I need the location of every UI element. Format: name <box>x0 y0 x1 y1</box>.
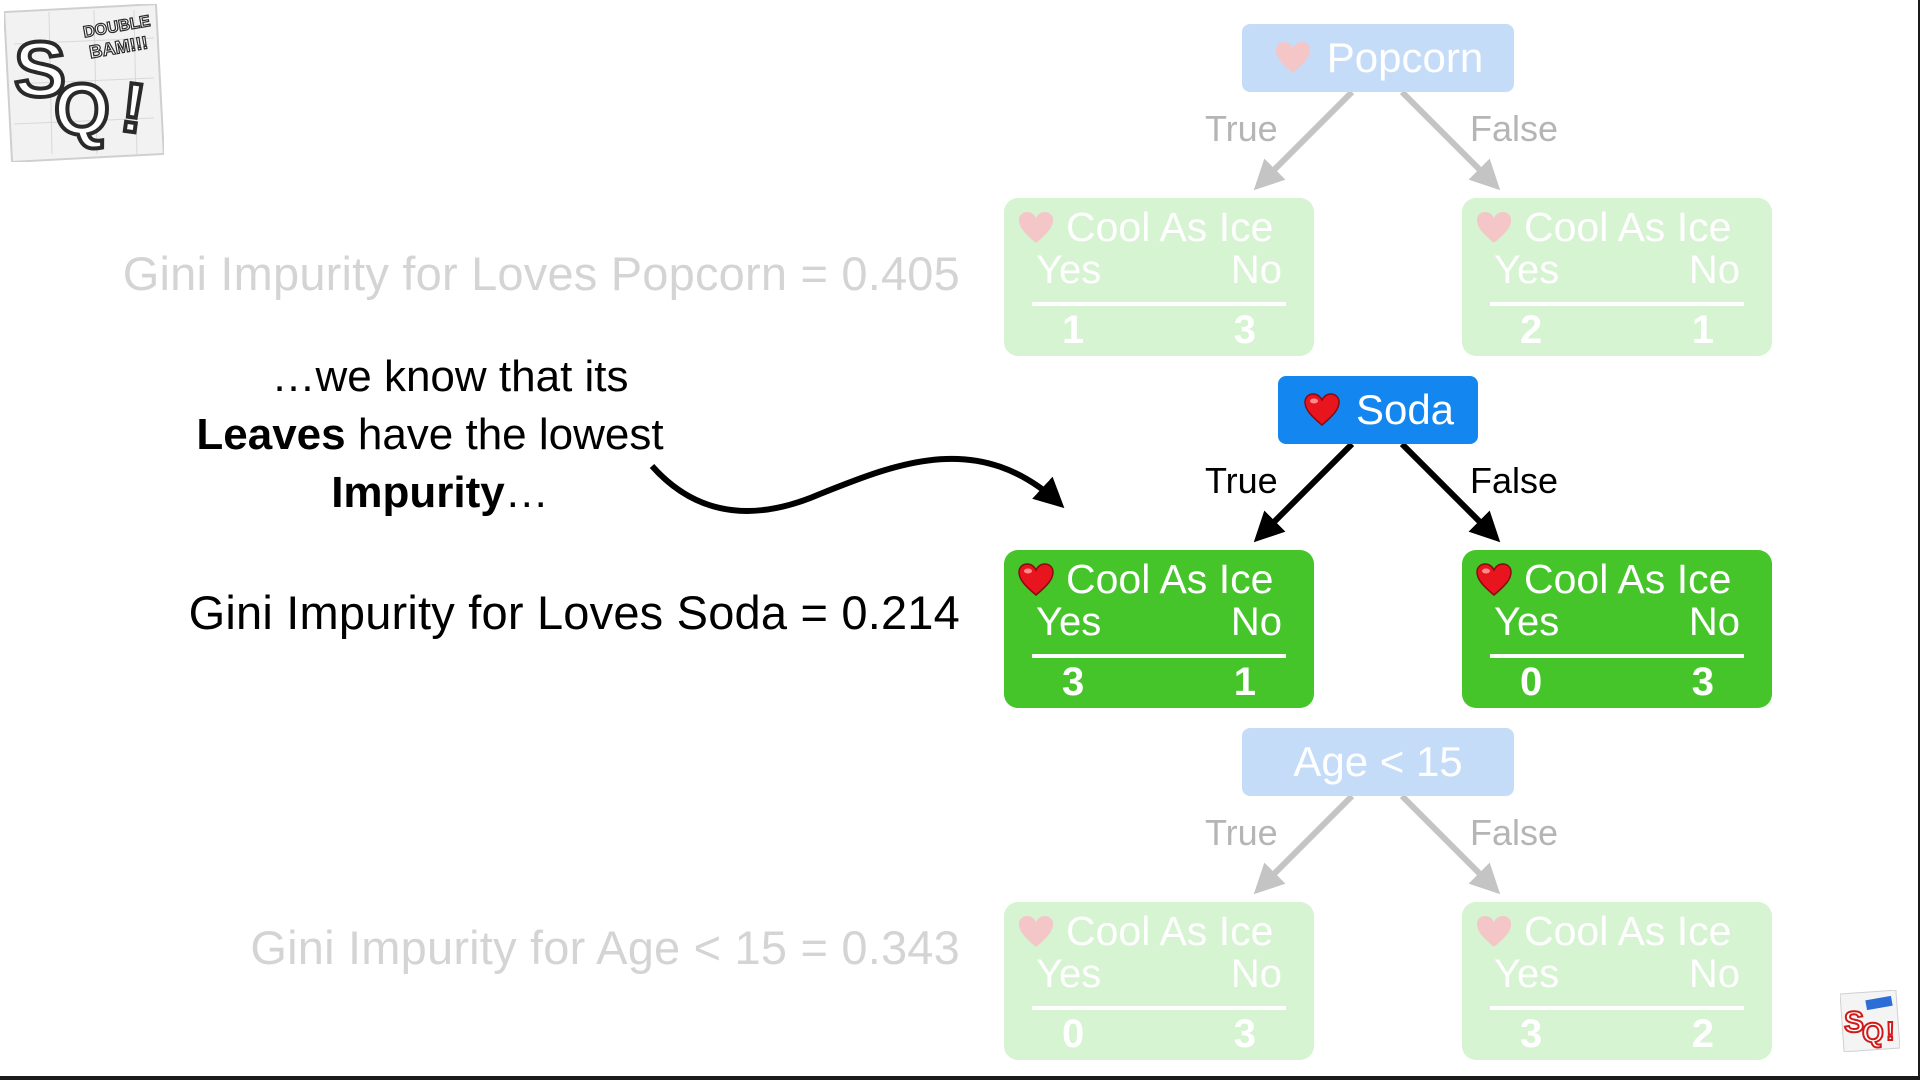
soda-true-leaf: Cool As Ice Yes No 3 1 <box>1004 550 1314 708</box>
popcorn-false-label: False <box>1470 108 1559 149</box>
no-label: No <box>1230 248 1282 292</box>
popcorn-false-leaf: Cool As Ice Yes No 2 1 <box>1462 198 1772 356</box>
heart-icon <box>1302 390 1342 430</box>
popcorn-root-node: Popcorn <box>1242 24 1514 92</box>
popcorn-true-label: True <box>1205 108 1278 149</box>
age-false-leaf: Cool As Ice Yes No 3 2 <box>1462 902 1772 1060</box>
soda-false-edge <box>1399 441 1501 543</box>
soda-true-label: True <box>1205 460 1278 501</box>
leaf-title-text: Cool As Ice <box>1524 556 1732 602</box>
leaf-divider <box>1032 1006 1286 1010</box>
yes-label: Yes <box>1494 952 1560 996</box>
age-true-edge <box>1253 793 1355 895</box>
soda-true-edge <box>1253 441 1355 543</box>
svg-text:Q: Q <box>1862 1017 1884 1048</box>
leaf-title: Cool As Ice <box>1474 204 1731 251</box>
no-count: 2 <box>1691 1012 1714 1056</box>
heart-icon <box>1273 38 1313 78</box>
yes-count: 3 <box>1520 1012 1543 1056</box>
gini-age-text: Gini Impurity for Age < 15 = 0.343 <box>250 921 960 974</box>
leaf-divider <box>1032 654 1286 658</box>
curved-arrow-icon <box>649 455 1065 514</box>
gini-popcorn-text: Gini Impurity for Loves Popcorn = 0.405 <box>122 247 960 300</box>
note-line-3: Impurity… <box>150 464 710 522</box>
leaf-title: Cool As Ice <box>1474 556 1731 603</box>
note-line-2: Leaves have the lowest <box>150 406 710 464</box>
note-line-1: …we know that its <box>271 352 629 401</box>
leaf-divider <box>1490 302 1744 306</box>
yes-count: 0 <box>1062 1012 1085 1056</box>
no-label: No <box>1688 600 1740 644</box>
leaf-title: Cool As Ice <box>1016 204 1273 251</box>
no-label: No <box>1230 600 1282 644</box>
no-count: 3 <box>1691 660 1714 704</box>
statquest-logo: S Q ! DOUBLE BAM!!! <box>4 4 164 162</box>
heart-icon <box>1016 560 1056 600</box>
yes-label: Yes <box>1036 952 1102 996</box>
no-count: 3 <box>1233 308 1256 352</box>
popcorn-true-edge <box>1253 89 1355 191</box>
gini-soda-text: Gini Impurity for Loves Soda = 0.214 <box>188 586 960 639</box>
svg-text:S: S <box>14 25 66 113</box>
leaf-title: Cool As Ice <box>1016 908 1273 955</box>
heart-icon <box>1016 208 1056 248</box>
yes-label: Yes <box>1494 600 1560 644</box>
age-true-leaf: Cool As Ice Yes No 0 3 <box>1004 902 1314 1060</box>
yes-label: Yes <box>1036 248 1102 292</box>
leaf-title-text: Cool As Ice <box>1066 556 1274 602</box>
svg-text:Q: Q <box>54 70 110 150</box>
yes-count: 2 <box>1520 308 1543 352</box>
statquest-logo-small: S Q ! <box>1840 990 1900 1052</box>
no-label: No <box>1688 248 1740 292</box>
yes-count: 0 <box>1520 660 1543 704</box>
no-count: 1 <box>1233 660 1256 704</box>
heart-icon <box>1474 208 1514 248</box>
note-line-2-rest: have the lowest <box>345 410 664 459</box>
soda-root-node: Soda <box>1278 376 1478 444</box>
heart-icon <box>1016 912 1056 952</box>
age-root-node: Age < 15 <box>1242 728 1514 796</box>
soda-root-label: Soda <box>1355 386 1455 433</box>
note-impurity-word: Impurity <box>331 468 505 517</box>
popcorn-root-label: Popcorn <box>1326 34 1484 81</box>
heart-icon <box>1474 560 1514 600</box>
leaf-title-text: Cool As Ice <box>1524 204 1732 250</box>
heart-icon <box>1474 912 1514 952</box>
leaf-divider <box>1490 1006 1744 1010</box>
age-false-label: False <box>1470 812 1559 853</box>
annotation-note: …we know that its Leaves have the lowest… <box>150 348 710 522</box>
soda-false-leaf: Cool As Ice Yes No 0 3 <box>1462 550 1772 708</box>
yes-count: 3 <box>1062 660 1085 704</box>
popcorn-false-edge <box>1399 89 1501 191</box>
leaf-title: Cool As Ice <box>1474 908 1731 955</box>
popcorn-true-leaf: Cool As Ice Yes No 1 3 <box>1004 198 1314 356</box>
note-leaves-word: Leaves <box>196 410 346 459</box>
age-true-label: True <box>1205 812 1278 853</box>
no-label: No <box>1688 952 1740 996</box>
svg-text:S: S <box>1844 1006 1864 1039</box>
yes-label: Yes <box>1494 248 1560 292</box>
leaf-title: Cool As Ice <box>1016 556 1273 603</box>
leaf-divider <box>1490 654 1744 658</box>
no-label: No <box>1230 952 1282 996</box>
soda-false-label: False <box>1470 460 1559 501</box>
age-false-edge <box>1399 793 1501 895</box>
leaf-title-text: Cool As Ice <box>1066 908 1274 954</box>
no-count: 3 <box>1233 1012 1256 1056</box>
yes-count: 1 <box>1062 308 1085 352</box>
bottom-border <box>0 1076 1920 1080</box>
no-count: 1 <box>1691 308 1714 352</box>
leaf-title-text: Cool As Ice <box>1524 908 1732 954</box>
note-line-3-rest: … <box>504 468 549 517</box>
leaf-title-text: Cool As Ice <box>1066 204 1274 250</box>
age-root-label: Age < 15 <box>1293 738 1463 785</box>
yes-label: Yes <box>1036 600 1102 644</box>
svg-text:!: ! <box>1886 1016 1895 1046</box>
leaf-divider <box>1032 302 1286 306</box>
